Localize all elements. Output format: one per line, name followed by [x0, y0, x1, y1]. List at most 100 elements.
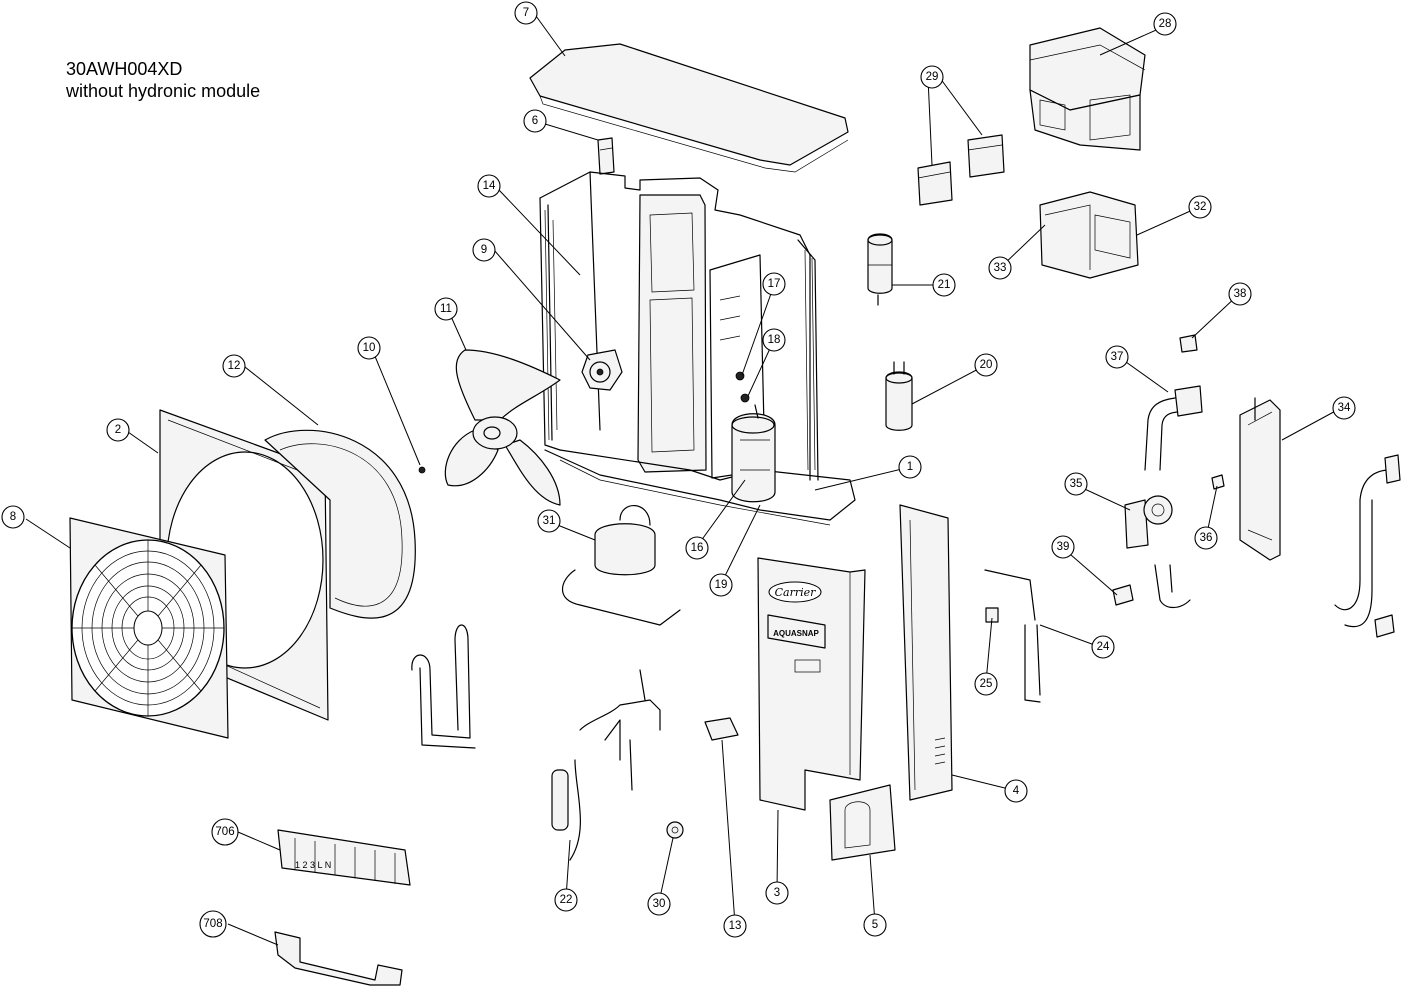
- svg-text:32: 32: [1194, 201, 1207, 213]
- diagram-title: 30AWH004XD without hydronic module: [66, 58, 260, 102]
- svg-text:36: 36: [1200, 532, 1213, 544]
- svg-text:14: 14: [483, 180, 496, 192]
- callout-706: 706: [211, 818, 239, 846]
- callout-25: 25: [974, 672, 998, 696]
- svg-text:11: 11: [440, 303, 452, 315]
- callout-7: 7: [514, 1, 538, 25]
- svg-text:8: 8: [10, 511, 16, 523]
- part-fan-guard: [69, 517, 229, 739]
- part-plate-heat-exchanger: [1239, 397, 1281, 561]
- part-pump: [1124, 495, 1173, 549]
- callout-29: 29: [920, 65, 944, 89]
- callout-13: 13: [723, 914, 747, 938]
- part-pipe-assembly: [1144, 385, 1203, 471]
- callout-35: 35: [1064, 472, 1088, 496]
- callout-21: 21: [932, 273, 956, 297]
- callout-30: 30: [647, 892, 671, 916]
- part-terminal-block: 1 2 3 L N: [277, 829, 411, 886]
- callout-34: 34: [1332, 396, 1356, 420]
- svg-text:37: 37: [1111, 351, 1124, 363]
- callout-37: 37: [1105, 345, 1129, 369]
- model-number: 30AWH004XD: [66, 59, 183, 79]
- svg-text:22: 22: [560, 894, 573, 906]
- part-screw: [1211, 474, 1225, 490]
- callout-1: 1: [898, 455, 922, 479]
- callout-32: 32: [1188, 195, 1212, 219]
- part-grommet: [666, 821, 684, 839]
- svg-text:31: 31: [543, 515, 556, 527]
- svg-text:20: 20: [980, 359, 993, 371]
- svg-text:28: 28: [1159, 18, 1172, 30]
- callout-33: 33: [988, 256, 1012, 280]
- svg-text:1: 1: [907, 461, 913, 473]
- part-side-panel-front: Carrier AQUASNAP: [757, 557, 866, 811]
- part-four-way-valve: [562, 505, 681, 626]
- part-sensor: [735, 371, 750, 403]
- callout-31: 31: [537, 509, 561, 533]
- callout-19: 19: [709, 573, 733, 597]
- part-compressor: [731, 404, 776, 503]
- svg-text:2: 2: [115, 424, 121, 436]
- svg-text:12: 12: [228, 360, 241, 372]
- part-fan-blade: [444, 349, 561, 506]
- svg-text:10: 10: [363, 342, 376, 354]
- part-bracket: [597, 137, 615, 175]
- part-fan-shroud: [264, 429, 416, 619]
- callout-10: 10: [357, 336, 381, 360]
- svg-text:6: 6: [532, 115, 538, 127]
- svg-text:19: 19: [715, 579, 728, 591]
- svg-text:35: 35: [1070, 478, 1083, 490]
- svg-text:7: 7: [523, 7, 529, 19]
- callout-11: 11: [434, 297, 458, 321]
- part-electronic-board: [1039, 191, 1139, 279]
- callout-36: 36: [1194, 526, 1218, 550]
- svg-text:30: 30: [653, 898, 666, 910]
- product-logo: AQUASNAP: [773, 629, 819, 638]
- callout-9: 9: [472, 238, 496, 262]
- svg-text:21: 21: [938, 279, 951, 291]
- svg-text:18: 18: [768, 334, 781, 346]
- callout-6: 6: [523, 109, 547, 133]
- terminal-block-label: 1 2 3 L N: [295, 860, 331, 870]
- part-side-panel-right: [899, 504, 953, 801]
- part-transformer-b: [967, 134, 1005, 178]
- callout-24: 24: [1091, 635, 1115, 659]
- callout-28: 28: [1153, 12, 1177, 36]
- svg-text:17: 17: [768, 278, 781, 290]
- svg-text:4: 4: [1013, 785, 1020, 797]
- svg-text:5: 5: [872, 919, 878, 931]
- part-valve: [1112, 564, 1191, 609]
- part-service-cover: [829, 784, 896, 861]
- callout-16: 16: [685, 536, 709, 560]
- svg-text:38: 38: [1234, 288, 1247, 300]
- part-fitting: [1179, 334, 1198, 353]
- svg-text:706: 706: [215, 826, 234, 838]
- part-cable-clamp: [274, 931, 403, 986]
- svg-text:25: 25: [980, 678, 993, 690]
- callout-18: 18: [762, 328, 786, 352]
- part-chassis: [539, 171, 856, 526]
- svg-text:9: 9: [481, 244, 487, 256]
- part-top-cover: [529, 43, 849, 173]
- svg-text:3: 3: [774, 887, 780, 899]
- callout-20: 20: [974, 353, 998, 377]
- callout-22: 22: [554, 888, 578, 912]
- brand-logo: Carrier: [775, 586, 817, 599]
- part-temperature-sensor: [984, 569, 1041, 703]
- callout-39: 39: [1051, 535, 1075, 559]
- svg-text:13: 13: [729, 920, 742, 932]
- svg-text:39: 39: [1057, 541, 1070, 553]
- svg-text:34: 34: [1338, 402, 1351, 414]
- callout-12: 12: [222, 354, 246, 378]
- part-transformer-a: [917, 161, 953, 206]
- part-receiver: [867, 233, 893, 306]
- callout-38: 38: [1228, 282, 1252, 306]
- part-fan-motor: [581, 349, 623, 391]
- svg-text:29: 29: [926, 71, 939, 83]
- part-block: [704, 717, 739, 741]
- part-u-tube: [411, 624, 476, 749]
- part-screw-small: [418, 466, 426, 474]
- callout-17: 17: [762, 272, 786, 296]
- svg-text:33: 33: [994, 262, 1007, 274]
